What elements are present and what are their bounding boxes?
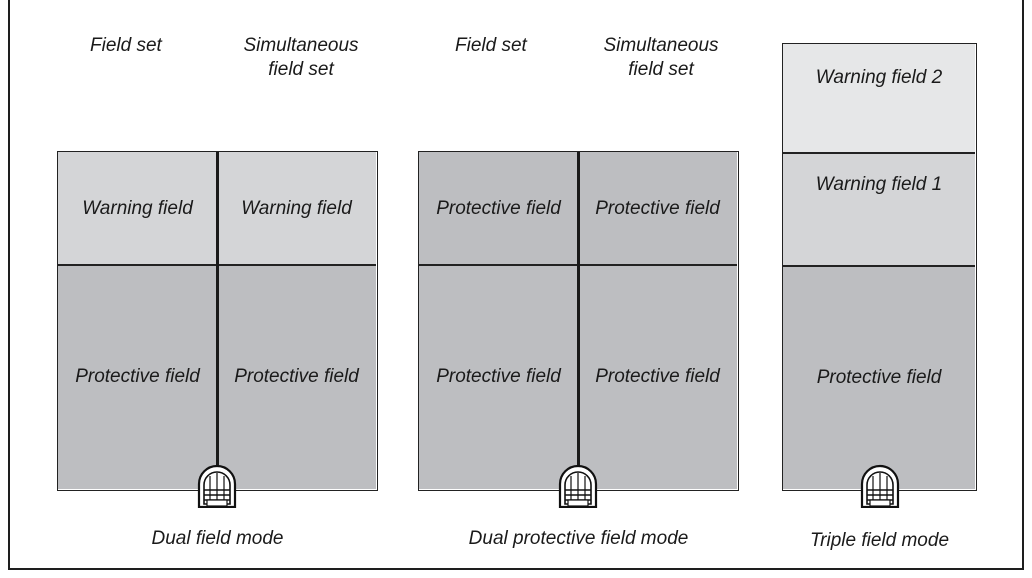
- simultaneous-label: Simultaneous: [603, 35, 719, 56]
- protective-field-label: Protective field: [816, 366, 942, 388]
- field-set-label: Field set: [455, 35, 527, 56]
- protective-field-label: Protective field: [436, 197, 561, 219]
- warning-field-label: Warning field: [241, 197, 352, 219]
- protective-field-right-bottom: Protective field: [578, 265, 737, 489]
- warning-field-2: Warning field 2: [783, 44, 975, 153]
- protective-field-left-top: Protective field: [419, 152, 578, 265]
- diagram-frame: [8, 0, 1024, 570]
- field-set-label-2: field set: [268, 59, 334, 80]
- protective-field-left: Protective field: [58, 265, 217, 489]
- protective-field: Protective field: [783, 266, 975, 489]
- simultaneous-label: Simultaneous: [243, 35, 359, 56]
- warning-field-1: Warning field 1: [783, 153, 975, 266]
- field-set-divider: [216, 152, 219, 472]
- protective-field-right-top: Protective field: [578, 152, 737, 265]
- warning-field-1-label: Warning field 1: [815, 174, 943, 195]
- field-set-divider: [577, 152, 580, 472]
- protective-field-right: Protective field: [217, 265, 376, 489]
- field-region: Warning field 2 Warning field 1 Protecti…: [782, 43, 977, 491]
- protective-field-label: Protective field: [75, 366, 200, 387]
- field-set-label: Field set: [90, 35, 162, 56]
- caption-triple-field-mode: Triple field mode: [809, 530, 950, 551]
- warning-field-left: Warning field: [58, 152, 217, 265]
- warning-field-right: Warning field: [217, 152, 376, 265]
- protective-field-label: Protective field: [595, 366, 720, 387]
- protective-field-label: Protective field: [436, 366, 561, 387]
- caption-dual-protective-field-mode: Dual protective field mode: [468, 528, 689, 549]
- protective-field-label: Protective field: [595, 197, 720, 219]
- scanner-icon: [860, 464, 900, 508]
- field-set-label-2: field set: [628, 59, 694, 80]
- protective-field-left-bottom: Protective field: [419, 265, 578, 489]
- scanner-icon: [197, 464, 237, 508]
- scanner-icon: [558, 464, 598, 508]
- zone-boundary: [783, 152, 975, 154]
- field-region: Protective field Protective field Protec…: [418, 151, 739, 491]
- field-region: Warning field Warning field Protective f…: [57, 151, 378, 491]
- protective-field-label: Protective field: [234, 366, 359, 387]
- warning-field-label: Warning field: [82, 197, 193, 219]
- warning-field-2-label: Warning field 2: [815, 67, 943, 88]
- zone-boundary: [783, 265, 975, 267]
- caption-dual-field-mode: Dual field mode: [151, 528, 284, 549]
